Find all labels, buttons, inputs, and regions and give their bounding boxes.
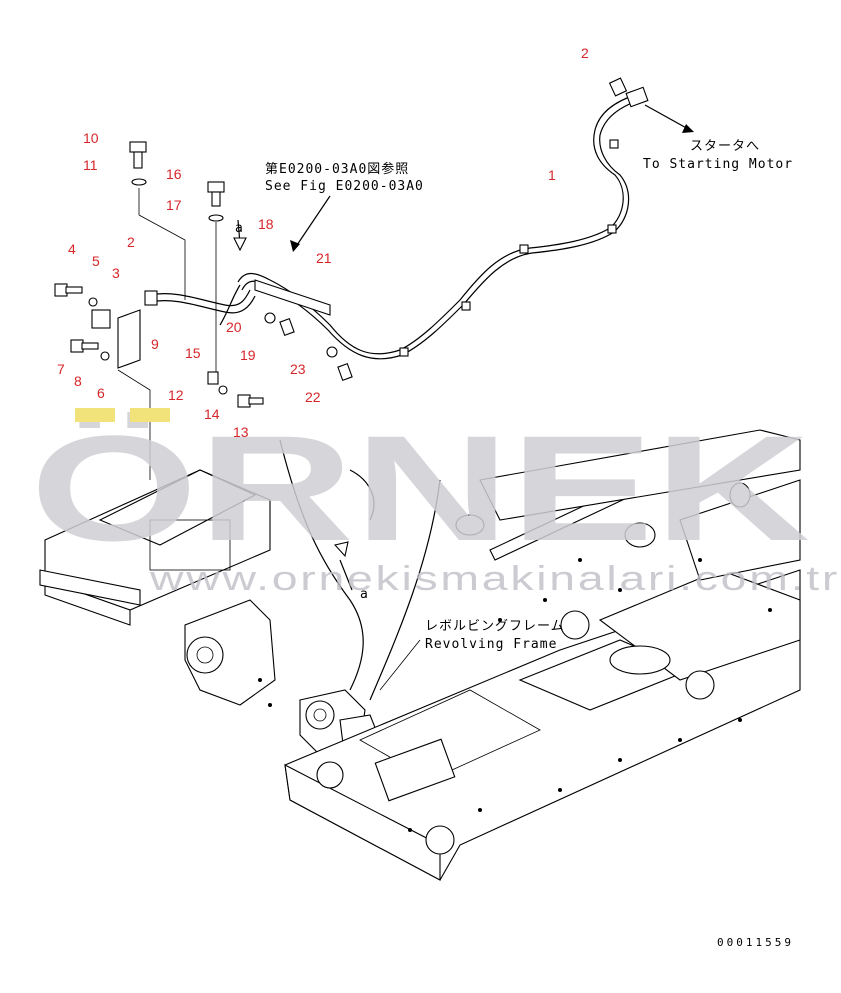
- starter-note-en: To Starting Motor: [643, 157, 793, 172]
- revolving-frame: [39, 429, 801, 881]
- watermark-url: www.ornekismakinalari.com.tr: [149, 560, 840, 598]
- callout-13: 13: [233, 424, 249, 440]
- frame-note-en: Revolving Frame: [425, 637, 557, 652]
- callout-4: 4: [68, 241, 76, 257]
- callout-16: 16: [166, 166, 182, 182]
- watermark: ÖRNEK www.ornekismakinalari.com.tr: [30, 404, 840, 598]
- callout-6: 6: [97, 385, 105, 401]
- callout-10: 10: [83, 130, 99, 146]
- starter-note-jp: スタータへ: [690, 139, 760, 154]
- marker-a-bottom: a: [360, 587, 369, 602]
- callout-17: 17: [166, 197, 182, 213]
- watermark-brand: ÖRNEK: [30, 404, 810, 572]
- callout-5: 5: [92, 253, 100, 269]
- battery-cable: [219, 77, 649, 360]
- callout-9: 9: [151, 336, 159, 352]
- callout-22: 22: [305, 389, 321, 405]
- annotation-notes: 第E0200-03A0図参照 See Fig E0200-03A0 スタータへ …: [235, 139, 793, 652]
- callout-15: 15: [185, 345, 201, 361]
- callout-12: 12: [168, 387, 184, 403]
- callout-14: 14: [204, 406, 220, 422]
- reference-note-jp: 第E0200-03A0図参照: [265, 161, 409, 177]
- callout-11: 11: [83, 157, 98, 173]
- callout-21: 21: [316, 250, 332, 266]
- callout-18: 18: [258, 216, 274, 232]
- document-number: 00011559: [717, 936, 794, 949]
- frame-note-jp: レボルビングフレーム: [425, 619, 565, 634]
- callout-19: 19: [240, 347, 256, 363]
- callout-20: 20: [226, 319, 242, 335]
- callout-2-top: 2: [581, 45, 589, 61]
- callout-23: 23: [290, 361, 306, 377]
- callout-3: 3: [112, 265, 120, 281]
- reference-note-en: See Fig E0200-03A0: [265, 179, 424, 194]
- callout-2-left: 2: [127, 234, 135, 250]
- watermark-accent: [75, 408, 115, 422]
- marker-a-top: a: [235, 221, 244, 236]
- small-parts: [54, 104, 694, 691]
- callout-labels: 1 2 2 3 4 5 6 7 8 9 10 11 12 13 14 15 16…: [57, 45, 589, 440]
- callout-1: 1: [548, 167, 556, 183]
- callout-7: 7: [57, 361, 65, 377]
- callout-8: 8: [74, 373, 82, 389]
